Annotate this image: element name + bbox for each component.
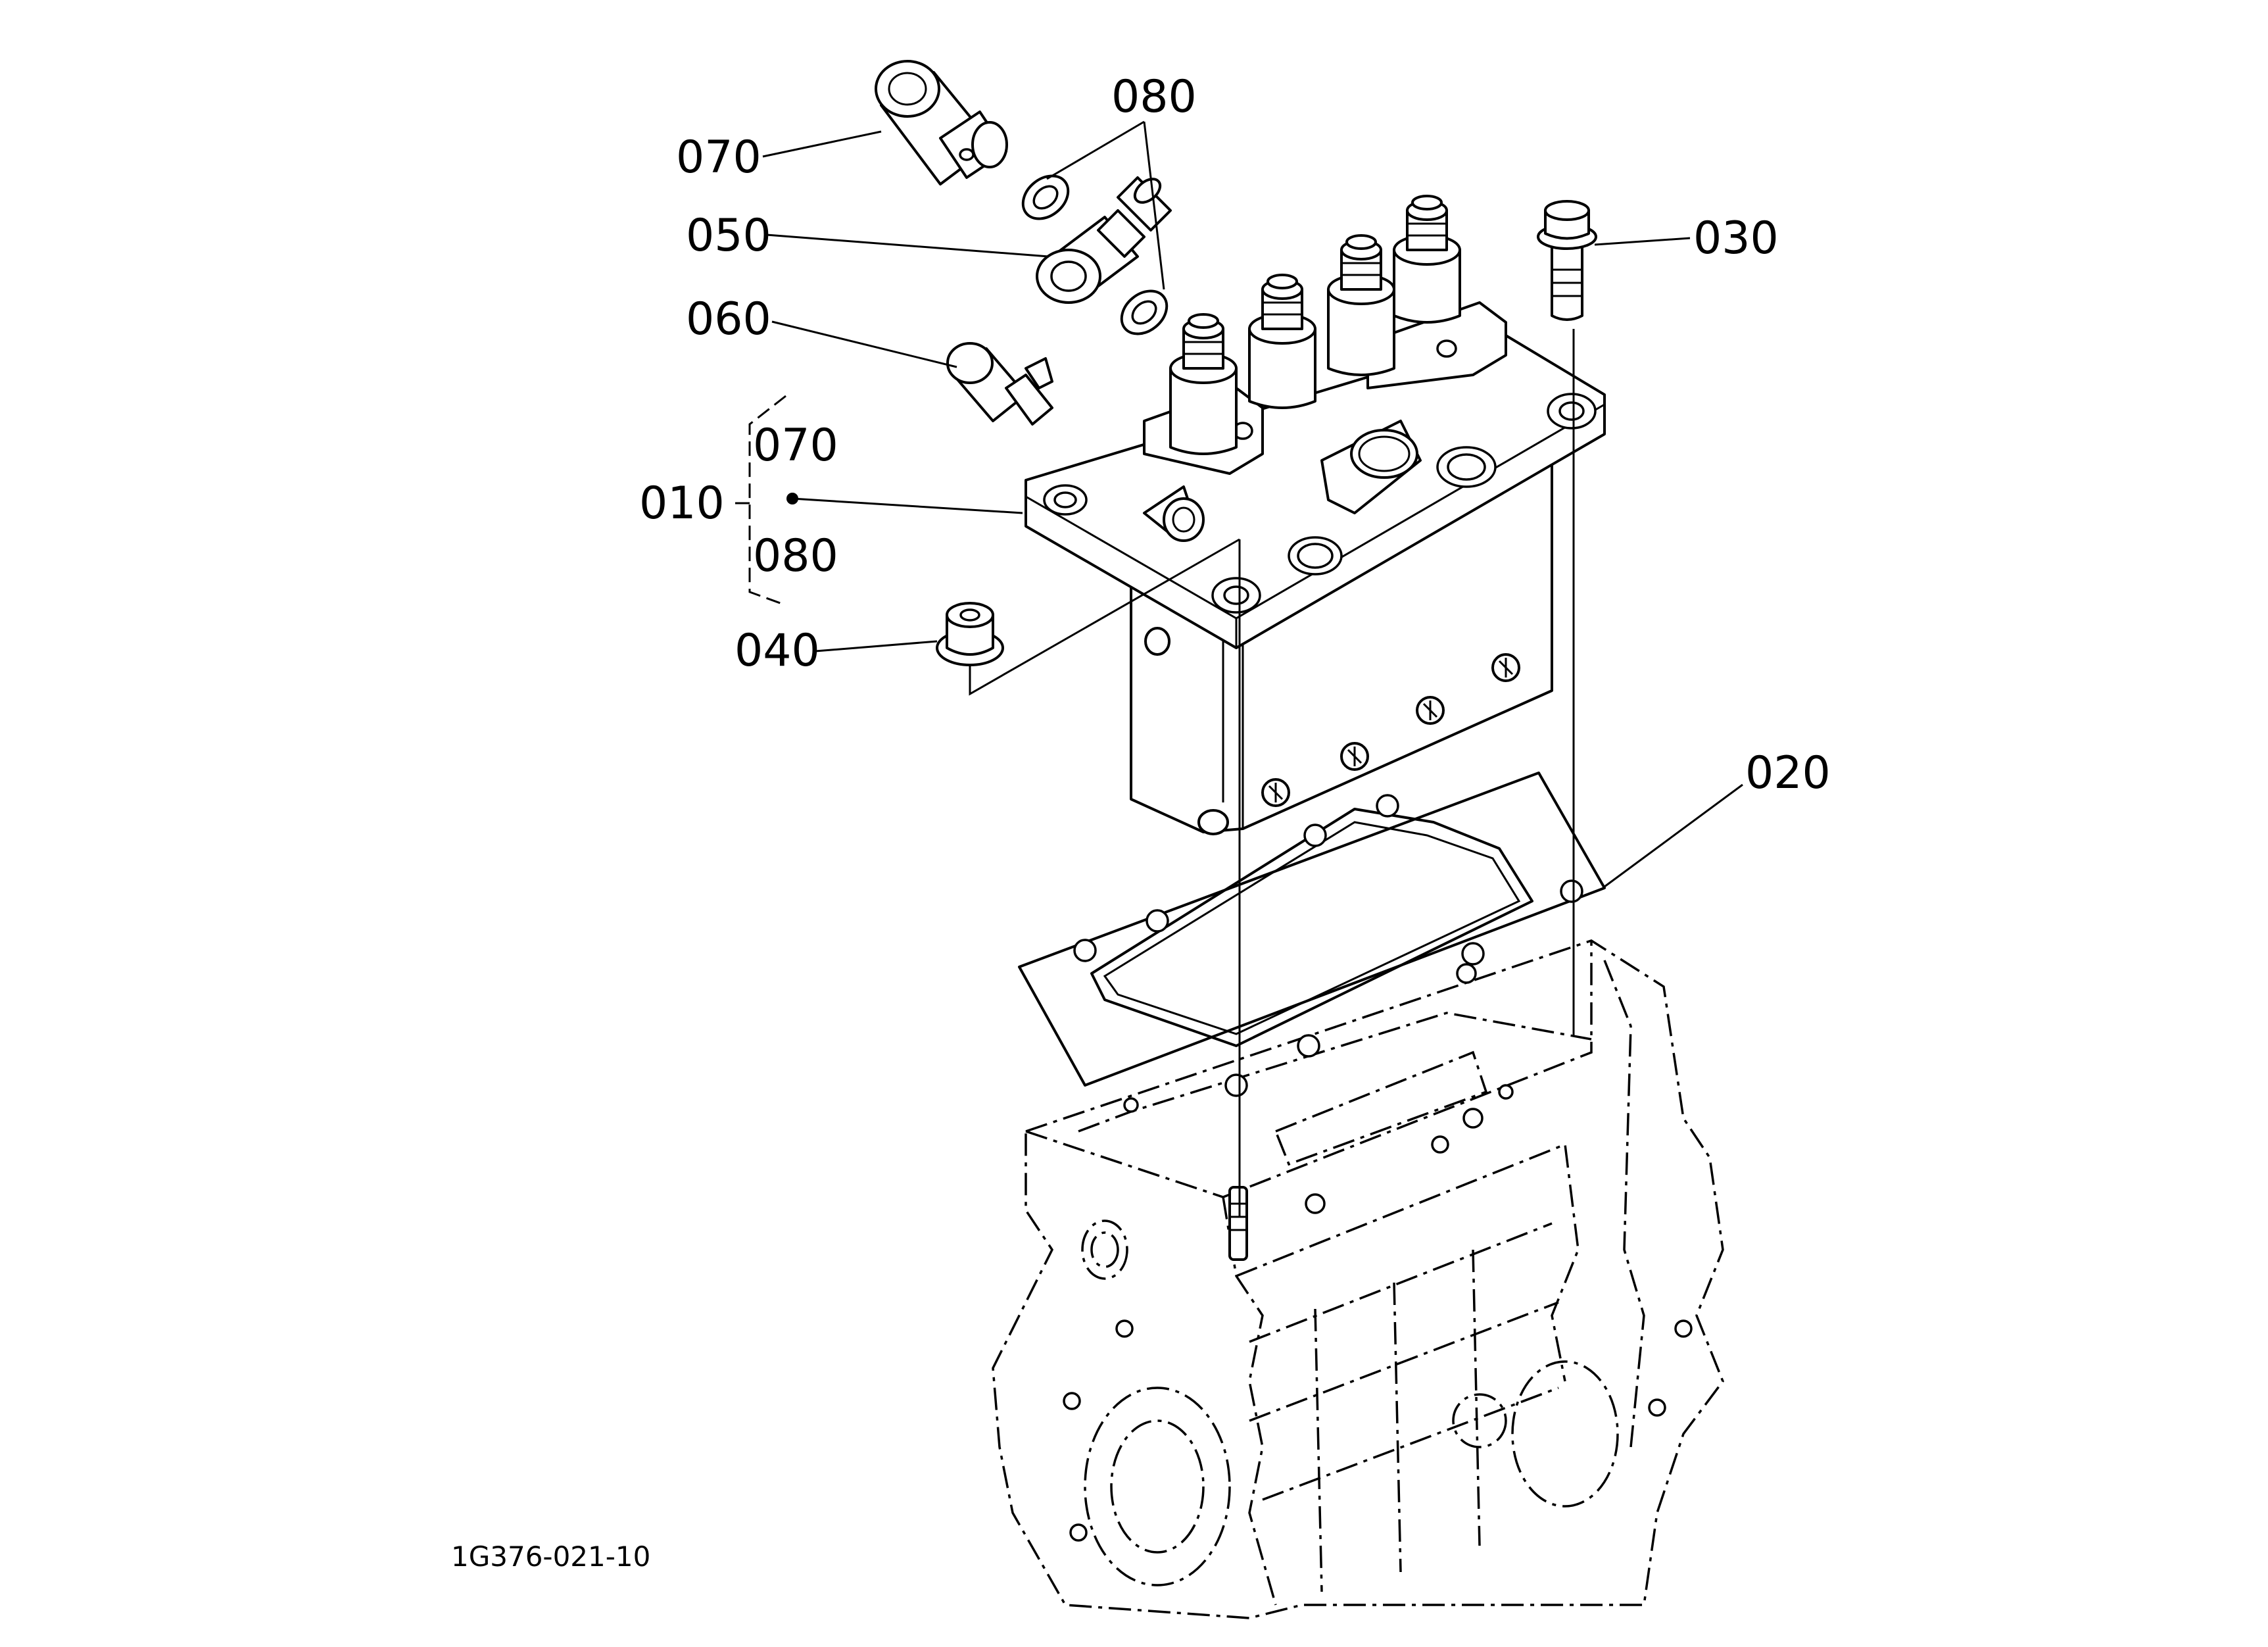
washer-080-upper: [1021, 174, 1070, 220]
callout-050: 050: [686, 210, 771, 262]
assembly-lines: [969, 329, 1575, 1217]
callout-010: 010: [639, 478, 725, 529]
callout-070-bracket: 070: [753, 420, 838, 472]
callout-020: 020: [1745, 747, 1831, 799]
leader-lines: [735, 120, 1743, 888]
injection-pump-010: [1025, 195, 1606, 835]
gasket-020: [1018, 772, 1606, 1097]
stud-bolt: [1228, 1186, 1248, 1261]
callout-030: 030: [1693, 212, 1779, 264]
banjo-bolt-070: [875, 60, 1008, 185]
callout-080-bracket: 080: [753, 530, 838, 582]
washer-080-lower: [1120, 289, 1169, 335]
delivery-valve-holders: [1169, 195, 1461, 455]
figure-code: 1G376-021-10: [451, 1540, 650, 1573]
engine-block-phantom: [992, 939, 1724, 1619]
air-vent-060: [946, 342, 1053, 426]
callout-040: 040: [735, 625, 820, 677]
banjo-fitting-050: [1036, 176, 1172, 304]
callout-060: 060: [686, 293, 771, 345]
callout-080-top: 080: [1111, 71, 1197, 123]
callout-070-top: 070: [676, 132, 761, 184]
flange-nut-040: [936, 602, 1004, 666]
flange-bolt-030: [1537, 200, 1597, 321]
